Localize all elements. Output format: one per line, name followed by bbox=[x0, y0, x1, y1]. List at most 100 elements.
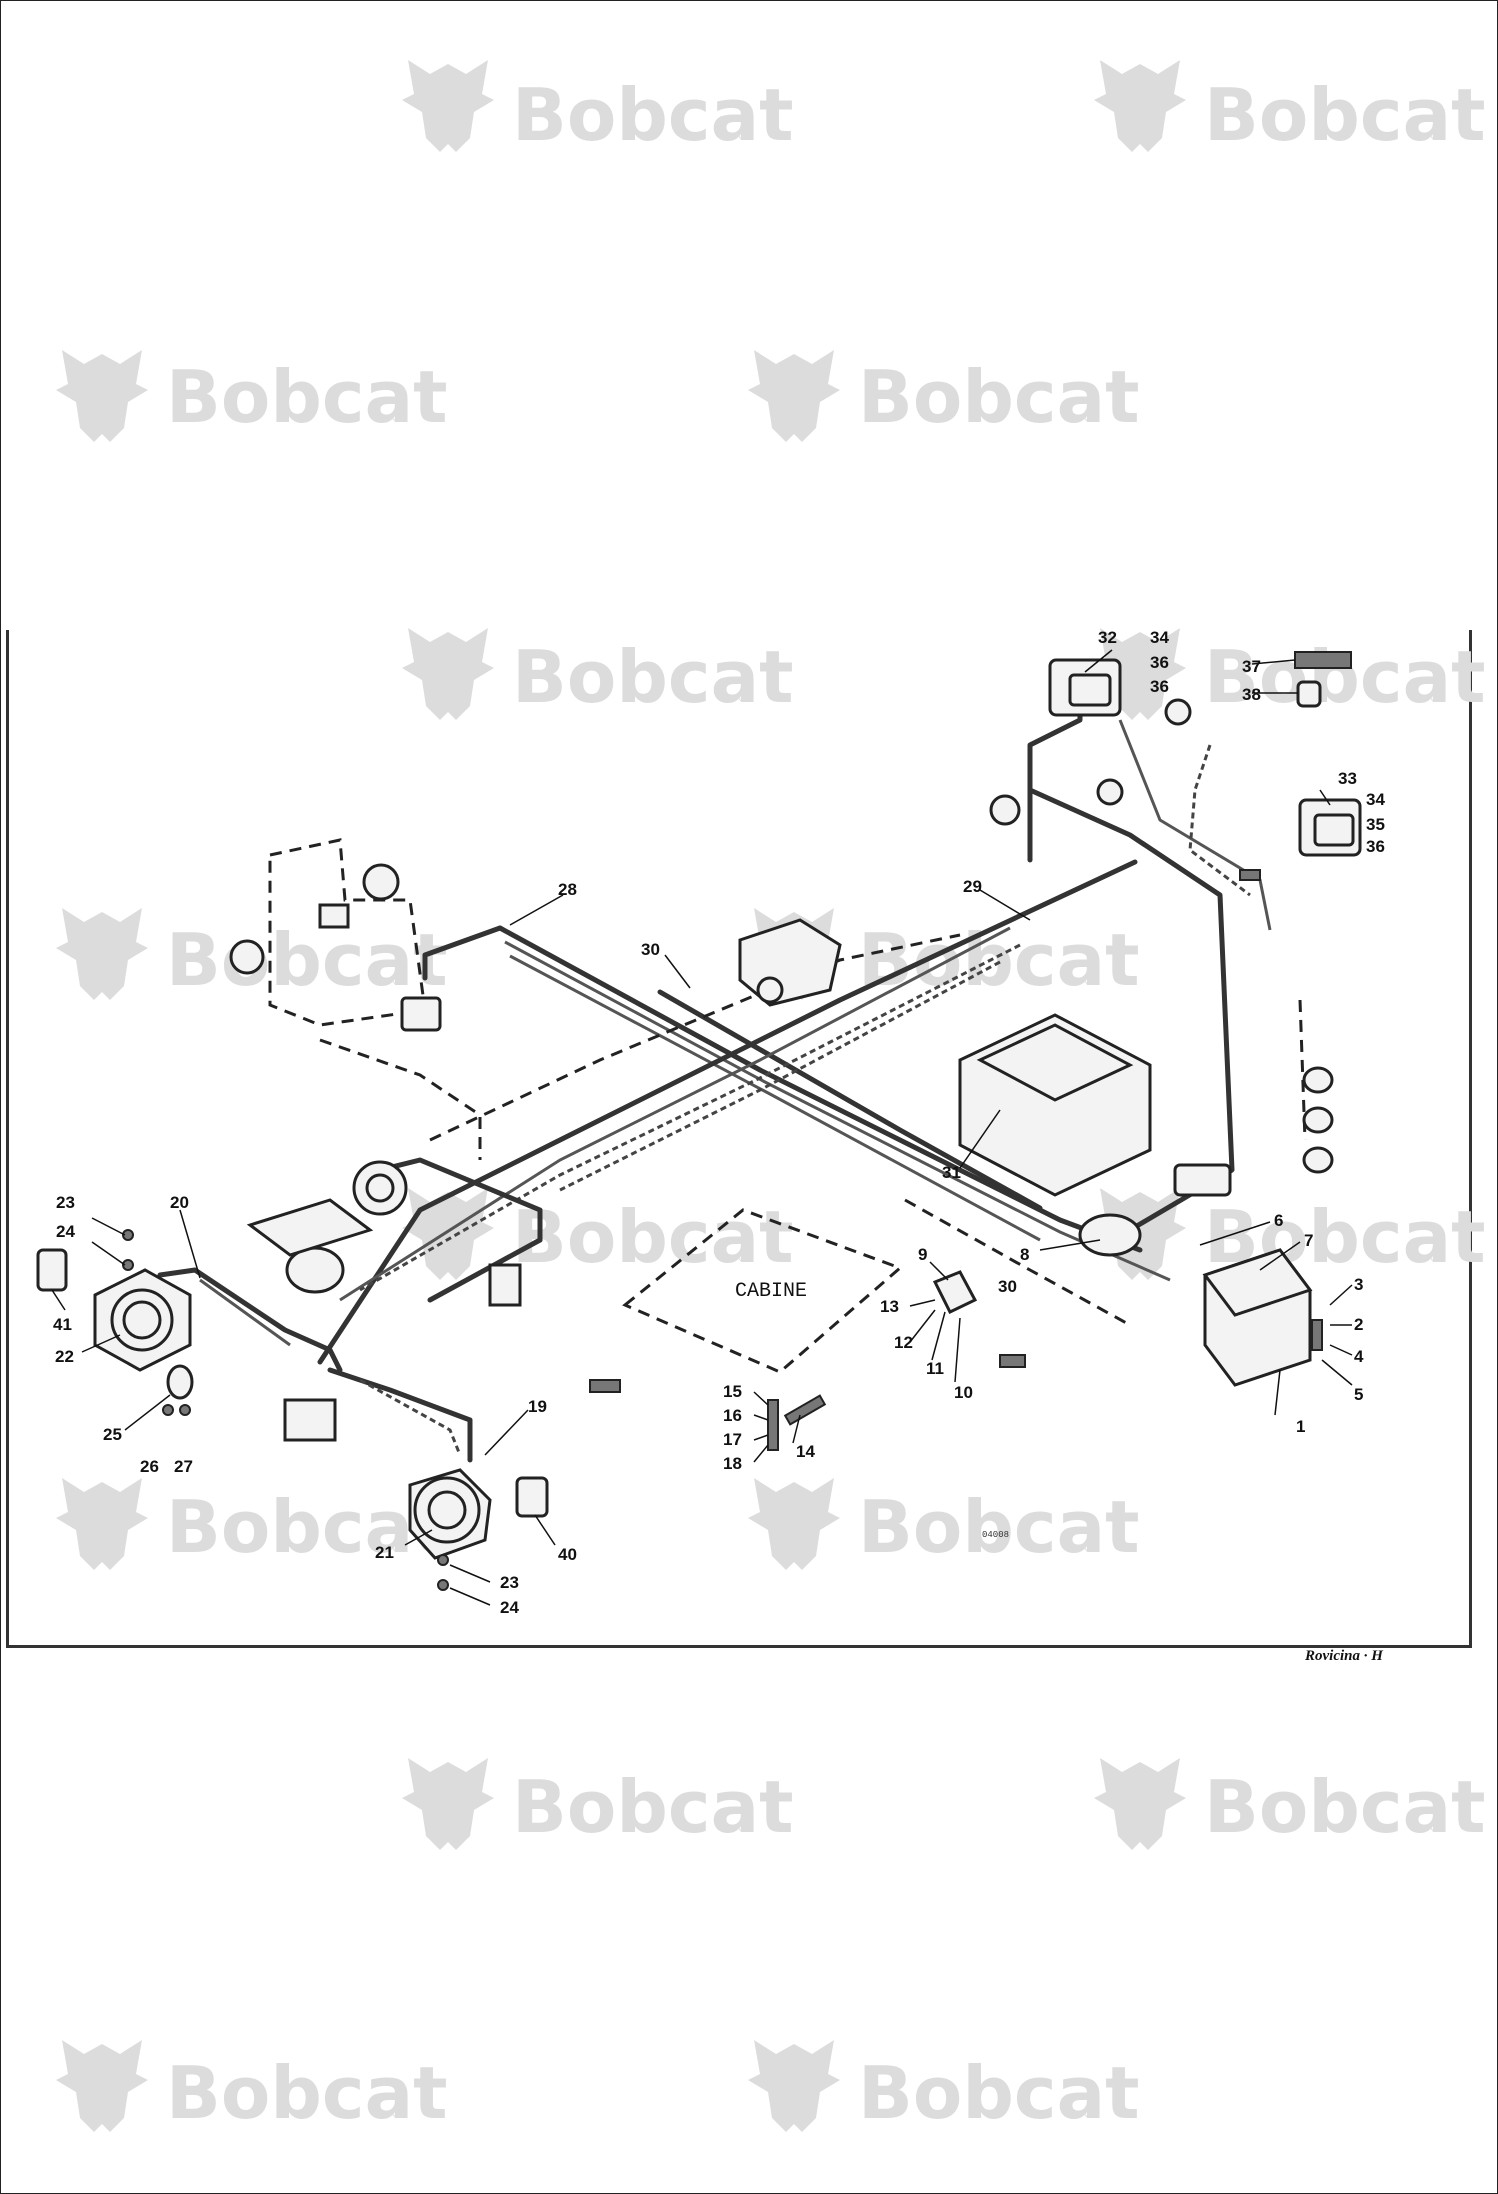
callout-4: 4 bbox=[1354, 1347, 1364, 1366]
relay bbox=[400, 996, 442, 1032]
watermark-reg: ® bbox=[1082, 2103, 1098, 2122]
callout-40: 40 bbox=[558, 1545, 577, 1564]
connector bbox=[36, 1248, 68, 1292]
sensor bbox=[362, 863, 400, 901]
horn-center bbox=[427, 1490, 467, 1530]
callout-3: 3 bbox=[1354, 1275, 1363, 1294]
dashed-outline bbox=[268, 838, 427, 1027]
callout-27: 27 bbox=[174, 1457, 193, 1476]
callout-2: 2 bbox=[1354, 1315, 1363, 1334]
engine-mount bbox=[246, 1198, 374, 1257]
harness-wave bbox=[559, 960, 1001, 1192]
lamp-socket bbox=[989, 794, 1021, 826]
callout-15: 15 bbox=[723, 1382, 742, 1401]
fitting bbox=[767, 1399, 779, 1451]
callout-37: 37 bbox=[1242, 657, 1261, 676]
callout-33: 33 bbox=[1338, 769, 1357, 788]
watermark-reg: ® bbox=[390, 407, 406, 426]
callout-11: 11 bbox=[926, 1359, 944, 1378]
callout-26: 26 bbox=[140, 1457, 159, 1476]
callout-38: 38 bbox=[1242, 685, 1261, 704]
harness-wire bbox=[657, 989, 1043, 1211]
harness-wave bbox=[1188, 744, 1251, 897]
callout-7: 7 bbox=[1304, 1231, 1313, 1250]
bolt bbox=[437, 1579, 449, 1591]
bulb bbox=[1296, 680, 1322, 708]
harness-wire bbox=[317, 859, 1138, 1365]
lamp-socket bbox=[1096, 778, 1124, 806]
callout-36b: 36 bbox=[1150, 677, 1169, 696]
callout-32: 32 bbox=[1098, 628, 1117, 647]
callout-10: 10 bbox=[954, 1383, 973, 1402]
callout-28: 28 bbox=[558, 880, 577, 899]
watermark-reg: ® bbox=[736, 1247, 752, 1266]
bolt bbox=[162, 1404, 174, 1416]
watermark-text: Bobcat bbox=[512, 1765, 794, 1849]
watermark-text: Bobcat bbox=[1204, 73, 1486, 157]
callout-14: 14 bbox=[796, 1442, 815, 1461]
alternator-hub bbox=[365, 1173, 395, 1203]
relay bbox=[318, 903, 350, 929]
connector bbox=[589, 1379, 621, 1393]
watermark-reg: ® bbox=[1428, 1817, 1444, 1836]
watermark-reg: ® bbox=[736, 125, 752, 144]
sensor bbox=[229, 939, 265, 975]
connector bbox=[1239, 869, 1261, 881]
callout-36c: 36 bbox=[1366, 837, 1385, 856]
callout-30: 30 bbox=[641, 940, 660, 959]
connector bbox=[488, 1263, 522, 1307]
callout-25: 25 bbox=[103, 1425, 122, 1444]
callout-12: 12 bbox=[894, 1333, 913, 1352]
callout-24-lower: 24 bbox=[500, 1598, 519, 1617]
watermark-reg: ® bbox=[390, 970, 406, 989]
callout-31: 31 bbox=[942, 1163, 961, 1182]
watermark-layer: Bobcat ® Bobcat ® Bobcat ® Bobcat ® Bobc… bbox=[56, 60, 1486, 2135]
callout-22: 22 bbox=[55, 1347, 74, 1366]
callout-24: 24 bbox=[56, 1222, 75, 1241]
harness-wire bbox=[199, 1278, 291, 1347]
sensor bbox=[1302, 1146, 1334, 1174]
lamp-lens bbox=[1313, 813, 1355, 847]
harness-wire bbox=[327, 1367, 473, 1463]
bolt bbox=[122, 1259, 134, 1271]
harness-wire bbox=[422, 925, 503, 981]
callout-9: 9 bbox=[918, 1245, 927, 1264]
callout-20: 20 bbox=[170, 1193, 189, 1212]
drawing-code: 04008 bbox=[982, 1530, 1009, 1540]
watermark-text: Bobcat bbox=[512, 1195, 794, 1279]
harness-wave bbox=[359, 943, 1021, 1292]
watermark-reg: ® bbox=[1082, 1537, 1098, 1556]
battery-top bbox=[1202, 1248, 1313, 1317]
watermark-text: Bobcat bbox=[858, 918, 1140, 1002]
dashed-outline bbox=[1298, 999, 1307, 1141]
dashed-outline bbox=[319, 1038, 482, 1160]
harness-wave bbox=[359, 1378, 462, 1456]
horn-center bbox=[122, 1300, 162, 1340]
bracket bbox=[932, 1270, 978, 1314]
watermark-text: Bobcat bbox=[858, 1485, 1140, 1569]
switch bbox=[1164, 698, 1192, 726]
callout-29: 29 bbox=[963, 877, 982, 896]
callout-1: 1 bbox=[1296, 1417, 1305, 1436]
sensor bbox=[1302, 1106, 1334, 1134]
cab-label: CABINE bbox=[735, 1280, 807, 1303]
bolt bbox=[437, 1554, 449, 1566]
cab-outline bbox=[622, 1208, 903, 1374]
watermark-reg: ® bbox=[736, 1817, 752, 1836]
callout-34: 34 bbox=[1150, 628, 1169, 647]
watermark-reg: ® bbox=[390, 2103, 406, 2122]
connector bbox=[515, 1476, 549, 1518]
callout-18: 18 bbox=[723, 1454, 742, 1473]
connector-block bbox=[283, 1398, 337, 1442]
bolt bbox=[179, 1404, 191, 1416]
watermark-reg: ® bbox=[1082, 970, 1098, 989]
callout-21: 21 bbox=[375, 1543, 394, 1562]
fuse-strip bbox=[1294, 651, 1352, 669]
watermark-reg: ® bbox=[1428, 125, 1444, 144]
watermark-text: Bobcat bbox=[1204, 1765, 1486, 1849]
connector-block bbox=[1173, 1163, 1232, 1197]
callout-17: 17 bbox=[723, 1430, 742, 1449]
callout-leaders bbox=[51, 649, 1353, 1606]
callout-16: 16 bbox=[723, 1406, 742, 1425]
